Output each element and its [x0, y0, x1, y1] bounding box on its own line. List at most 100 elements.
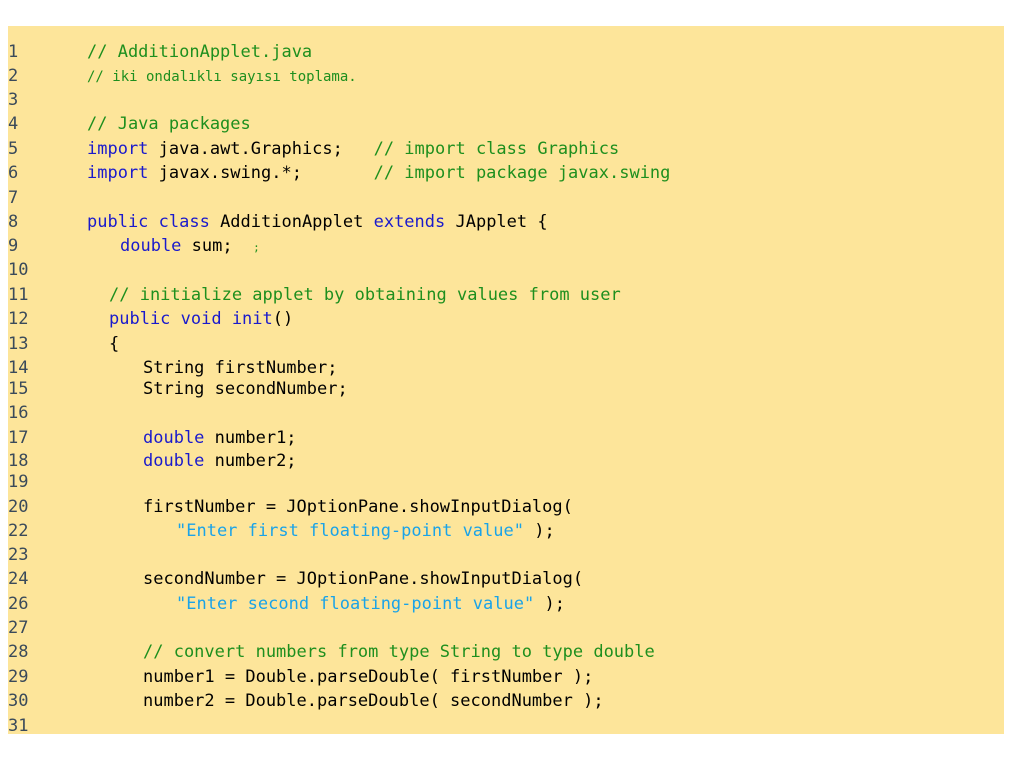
code-line: 4 // Java packages	[8, 112, 1004, 136]
line-number: 2	[8, 66, 19, 86]
line-number: 26	[8, 594, 29, 614]
line-code: firstNumber = JOptionPane.showInputDialo…	[143, 495, 573, 519]
line-number: 27	[8, 618, 29, 638]
line-number: 14	[8, 358, 29, 378]
code-line: 24 secondNumber = JOptionPane.showInputDi…	[8, 567, 1004, 591]
line-number: 5	[8, 139, 19, 159]
line-number: 17	[8, 428, 29, 448]
code-line: 12 public void init()	[8, 307, 1004, 331]
code-token-string: "Enter first floating-point value"	[176, 521, 524, 541]
line-code: // initialize applet by obtaining values…	[109, 283, 621, 307]
line-number: 8	[8, 212, 19, 232]
line-code: "Enter second floating-point value" );	[176, 592, 565, 616]
code-line: 3	[8, 88, 1004, 112]
code-line: 2 // iki ondalıklı sayısı toplama.	[8, 64, 1004, 88]
code-line: 7	[8, 186, 1004, 210]
code-token-semi-small: ;	[253, 241, 260, 254]
line-number: 6	[8, 163, 19, 183]
line-number: 4	[8, 114, 19, 134]
code-token-plain: secondNumber = JOptionPane.showInputDial…	[143, 569, 584, 589]
code-token-plain: String secondNumber;	[143, 379, 348, 399]
code-token-plain: );	[534, 594, 565, 614]
code-token-plain: firstNumber = JOptionPane.showInputDialo…	[143, 497, 573, 517]
line-code: number2 = Double.parseDouble( secondNumb…	[143, 689, 604, 713]
line-number: 18	[8, 451, 29, 471]
code-token-comment: // Java packages	[87, 114, 251, 134]
line-number: 9	[8, 236, 19, 256]
code-line: 31	[8, 714, 1004, 738]
code-token-plain: java.awt.Graphics;	[148, 139, 374, 159]
line-code: // Java packages	[87, 112, 251, 136]
code-line: 1// AdditionApplet.java	[8, 40, 1004, 64]
line-code: secondNumber = JOptionPane.showInputDial…	[143, 567, 583, 591]
line-number: 30	[8, 691, 29, 711]
code-line: 26 "Enter second floating-point value" );	[8, 592, 1004, 616]
line-number: 22	[8, 521, 29, 541]
code-token-keyword: double	[143, 428, 205, 448]
code-token-keyword: double	[120, 236, 182, 256]
code-line: 13{	[8, 332, 1004, 356]
code-line: 17 double number1;	[8, 426, 1004, 450]
code-line: 8 public class AdditionApplet extends JAp…	[8, 210, 1004, 234]
line-code: public class AdditionApplet extends JApp…	[87, 210, 548, 234]
code-token-plain: number1;	[204, 428, 297, 448]
code-token-plain: JApplet {	[445, 212, 548, 232]
code-token-plain: sum;	[181, 236, 254, 256]
line-number: 29	[8, 667, 29, 687]
line-number: 12	[8, 309, 29, 329]
code-token-string: "Enter second floating-point value"	[176, 594, 535, 614]
line-number: 24	[8, 569, 29, 589]
code-token-comment: // import class Graphics	[373, 139, 620, 159]
code-token-plain: );	[524, 521, 555, 541]
line-code: double number1;	[143, 426, 297, 450]
code-line: 20 firstNumber = JOptionPane.showInputDia…	[8, 495, 1004, 519]
code-token-plain: number2;	[204, 451, 297, 471]
line-number: 16	[8, 403, 29, 423]
line-number: 23	[8, 545, 29, 565]
code-line: 9 double sum; ;	[8, 234, 1004, 258]
line-number: 7	[8, 188, 19, 208]
code-line: 6 import javax.swing.*; // import package…	[8, 161, 1004, 185]
code-line: 15 String secondNumber;	[8, 377, 1004, 401]
line-number: 19	[8, 472, 29, 492]
line-code: // convert numbers from type String to t…	[143, 640, 655, 664]
code-line: 5 import java.awt.Graphics; // import cla…	[8, 137, 1004, 161]
code-token-keyword: extends	[373, 212, 446, 232]
line-code: double sum; ;	[120, 234, 260, 260]
code-token-plain: number1 = Double.parseDouble( firstNumbe…	[143, 667, 594, 687]
code-token-plain: number2 = Double.parseDouble( secondNumb…	[143, 691, 604, 711]
code-token-comment: // import package javax.swing	[373, 163, 671, 183]
line-number: 10	[8, 260, 29, 280]
code-line: 11 // initialize applet by obtaining valu…	[8, 283, 1004, 307]
code-token-plain: javax.swing.*;	[148, 163, 374, 183]
code-line: 22 "Enter first floating-point value" );	[8, 519, 1004, 543]
code-token-plain: {	[109, 334, 120, 354]
line-code: // iki ondalıklı sayısı toplama.	[87, 64, 357, 89]
line-code: {	[109, 332, 119, 356]
line-number: 11	[8, 285, 29, 305]
code-token-keyword: public void init	[109, 309, 273, 329]
line-number: 31	[8, 716, 29, 736]
code-line: 29 number1 = Double.parseDouble( firstNum…	[8, 665, 1004, 689]
code-token-comment: // convert numbers from type String to t…	[143, 642, 655, 662]
code-line: 19	[8, 470, 1004, 494]
code-token-keyword: public class	[87, 212, 210, 232]
code-token-plain: AdditionApplet	[209, 212, 374, 232]
line-number: 15	[8, 379, 29, 399]
line-number: 20	[8, 497, 29, 517]
code-token-comment: // initialize applet by obtaining values…	[109, 285, 621, 305]
line-code: import java.awt.Graphics; // import clas…	[87, 137, 619, 161]
line-code: number1 = Double.parseDouble( firstNumbe…	[143, 665, 593, 689]
code-line: 27	[8, 616, 1004, 640]
code-line: 28 // convert numbers from type String to…	[8, 640, 1004, 664]
line-number: 3	[8, 90, 19, 110]
line-code: // AdditionApplet.java	[87, 40, 312, 64]
code-line: 23	[8, 543, 1004, 567]
code-token-comment: // AdditionApplet.java	[87, 42, 313, 62]
line-code: public void init()	[109, 307, 293, 331]
code-token-keyword: import	[87, 163, 149, 183]
line-number: 28	[8, 642, 29, 662]
